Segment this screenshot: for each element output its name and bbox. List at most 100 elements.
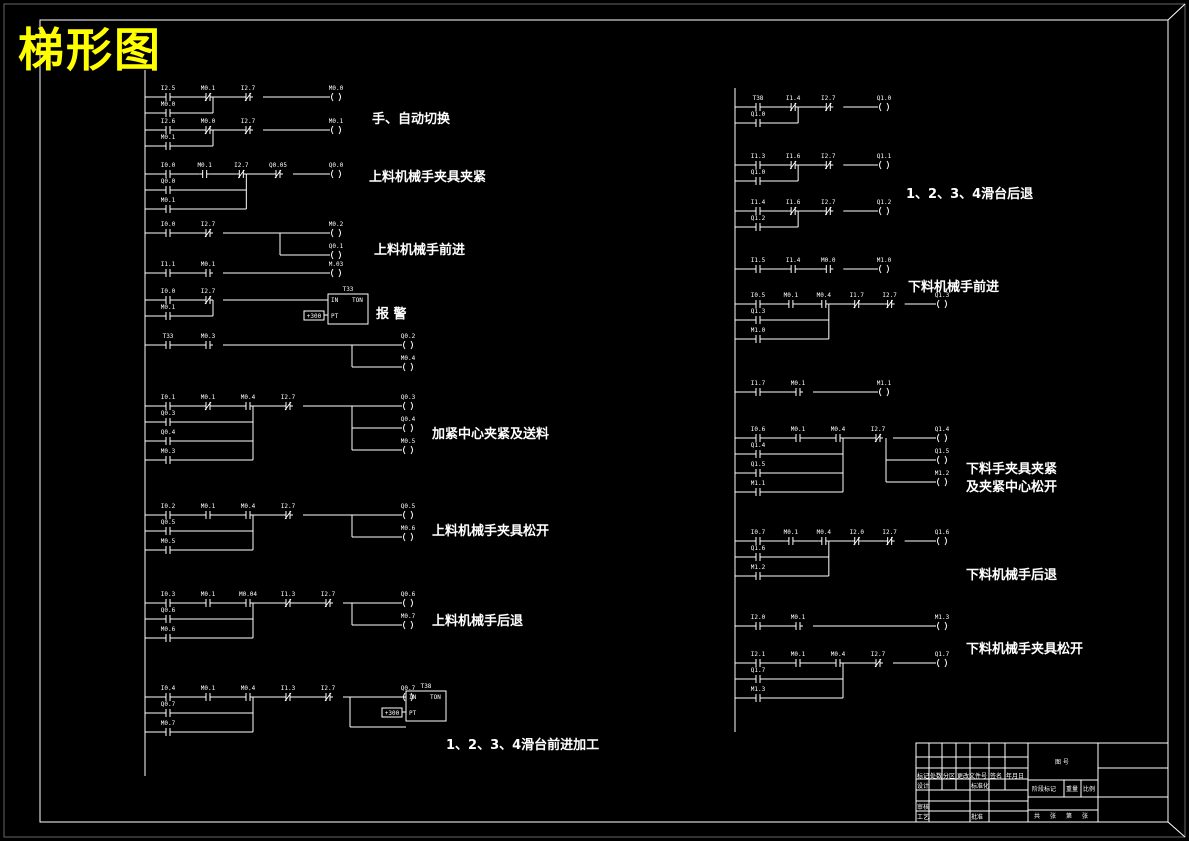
contact-nc-slash (874, 433, 882, 443)
contact-label: I0.3 (161, 591, 176, 598)
contact-nc-slash (824, 160, 832, 170)
contact-label: I0.0 (161, 288, 176, 295)
coil-arc (410, 598, 413, 608)
coil-arc (403, 510, 406, 520)
contact-nc-slash (886, 299, 894, 309)
title-block (915, 742, 1169, 823)
contact-label: I2.7 (821, 199, 836, 206)
contact-label: M0.1 (201, 503, 216, 510)
contact-label: I0.5 (751, 292, 766, 299)
contact-nc-slash (324, 692, 332, 702)
contact-label: Q1.5 (935, 448, 950, 455)
contact-label: Q1.0 (751, 169, 766, 176)
contact-nc-slash (204, 295, 212, 305)
contact-label: Q0.4 (401, 416, 416, 423)
contact-label: Q1.0 (751, 111, 766, 118)
coil-arc (944, 477, 947, 487)
contact-label: I2.6 (161, 118, 176, 125)
coil-arc (410, 532, 413, 542)
timer-preset: +300 (307, 313, 322, 320)
contact-label: M0.1 (784, 292, 799, 299)
coil-arc (331, 268, 334, 278)
contact-label: M1.1 (751, 480, 766, 487)
contact-label: I0.4 (161, 685, 176, 692)
contact-label: I1.6 (786, 153, 801, 160)
contact-label: Q1.3 (935, 292, 950, 299)
tb-sheet-total: 共 (1034, 812, 1040, 820)
tb-sheet-unit2: 张 (1082, 812, 1088, 820)
coil-arc (937, 536, 940, 546)
contact-label: I2.7 (871, 651, 886, 658)
tb-sheet-unit1: 张 (1050, 812, 1056, 820)
tb-change-label: 更改文件号 (957, 772, 987, 780)
contact-label: M.03 (329, 261, 344, 268)
contact-label: Q0.1 (329, 243, 344, 250)
contact-nc-slash (274, 169, 282, 179)
timer-in: IN (331, 297, 339, 304)
contact-label: M0.1 (161, 134, 176, 141)
contact-nc-slash (284, 598, 292, 608)
tb-scale-label: 比例 (1083, 785, 1095, 793)
contact-label: M0.6 (161, 626, 176, 633)
contact-label: M0.1 (784, 529, 799, 536)
tb-sign-label: 签名 (990, 772, 1002, 780)
timer-ton: TON (352, 297, 363, 304)
contact-label: M1.0 (751, 327, 766, 334)
contact-label: Q0.4 (161, 429, 176, 436)
contact-nc-slash (789, 102, 797, 112)
coil-arc (879, 206, 882, 216)
contact-label: M0.1 (197, 162, 212, 169)
contact-label: M0.04 (239, 591, 257, 598)
contact-label: M1.2 (935, 470, 950, 477)
contact-label: M0.0 (161, 101, 176, 108)
contact-nc-slash (284, 510, 292, 520)
tb-approve-label: 批准 (971, 813, 983, 821)
timer-name: T33 (343, 286, 354, 293)
tb-date-label: 年月日 (1006, 772, 1024, 780)
contact-nc-slash (237, 169, 245, 179)
contact-label: M0.1 (201, 591, 216, 598)
coil-arc (944, 299, 947, 309)
contact-label: M0.0 (329, 85, 344, 92)
annotation-alarm: 报 警 (376, 307, 407, 322)
corner-mark (1167, 821, 1186, 838)
coil-arc (403, 692, 406, 702)
timer-pt: PT (409, 710, 417, 717)
annotation-unload-forward: 下料机械手前进 (908, 280, 1000, 295)
contact-nc-slash (853, 299, 861, 309)
contact-nc-slash (324, 598, 332, 608)
coil-arc (886, 264, 889, 274)
contact-label: M1.3 (751, 686, 766, 693)
contact-label: Q1.2 (751, 215, 766, 222)
contact-label: M0.0 (821, 257, 836, 264)
contact-nc-slash (204, 401, 212, 411)
contact-label: M0.1 (161, 304, 176, 311)
contact-nc-slash (789, 160, 797, 170)
contact-nc-slash (886, 536, 894, 546)
annotation-load-forward: 上料机械手前进 (374, 243, 466, 258)
contact-nc-slash (824, 206, 832, 216)
contact-label: I2.7 (201, 288, 216, 295)
contact-label: M1.3 (935, 614, 950, 621)
contact-label: M0.1 (791, 614, 806, 621)
contact-label: I1.6 (786, 199, 801, 206)
contact-label: I0.7 (751, 529, 766, 536)
contact-label: Q0.0 (161, 178, 176, 185)
contact-label: M1.0 (877, 257, 892, 264)
coil-arc (410, 362, 413, 372)
tb-drawing-no: 图 号 (1055, 759, 1069, 766)
contact-label: Q1.4 (751, 442, 766, 449)
coil-arc (338, 268, 341, 278)
annotation-center-clamp: 加紧中心夹紧及送料 (432, 427, 550, 442)
tb-count-label: 处数 (930, 772, 942, 780)
timer-box (327, 293, 369, 325)
annotation-unload-retract: 下料机械手后退 (966, 568, 1058, 583)
tb-zone-label: 分区 (943, 772, 955, 780)
tb-design-label: 设计 (917, 782, 929, 790)
coil-arc (338, 250, 341, 260)
coil-arc (944, 621, 947, 631)
annotation-load-retract: 上料机械手后退 (432, 614, 524, 629)
coil-arc (937, 299, 940, 309)
coil-arc (331, 250, 334, 260)
tb-mark-label: 标记 (917, 772, 929, 780)
